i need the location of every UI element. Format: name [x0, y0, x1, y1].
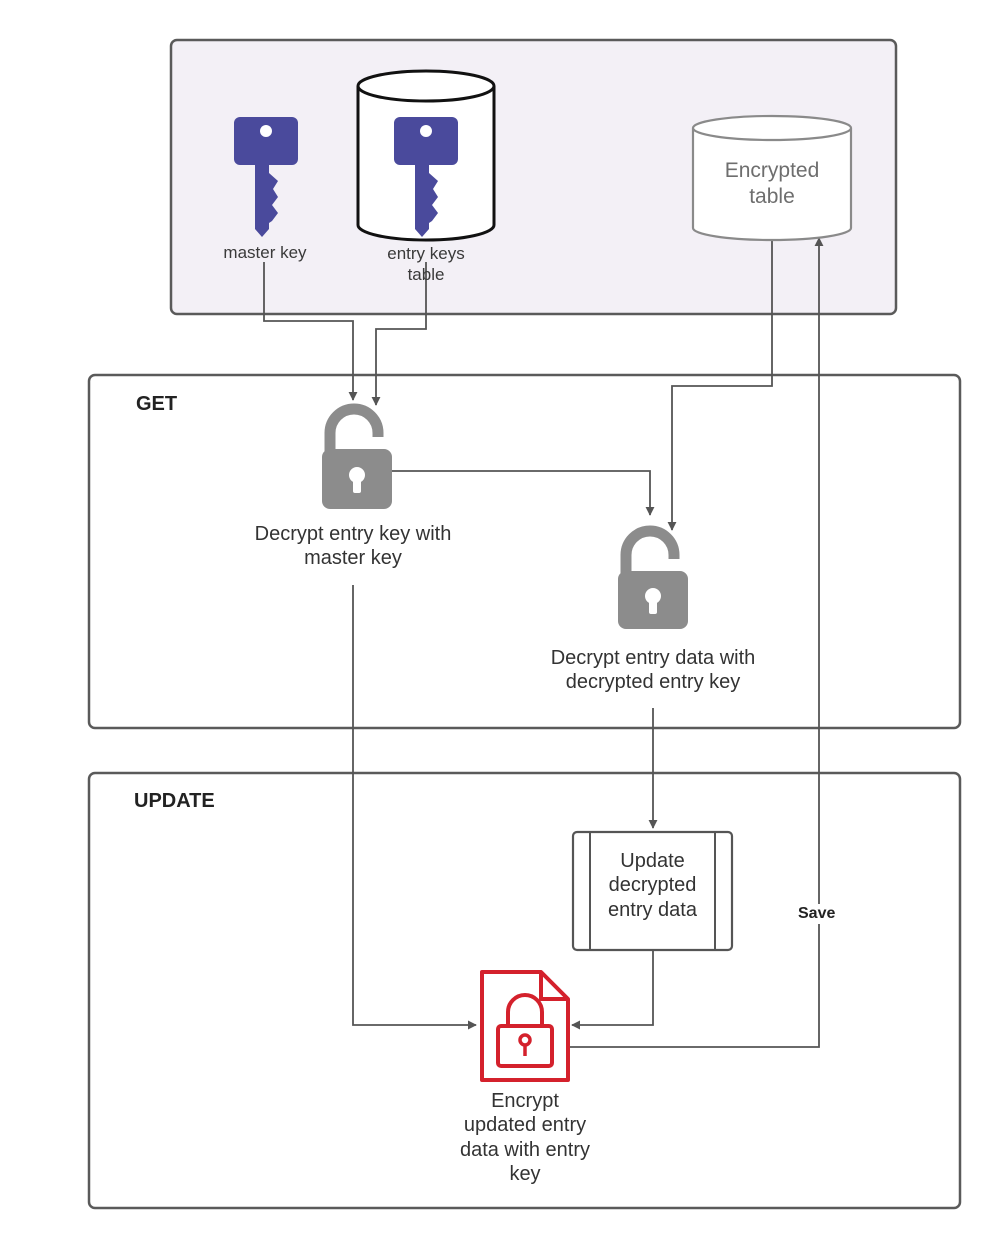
connector-entry-keys-to-decrypt	[371, 262, 427, 406]
decrypt-entry-data-label: Decrypt entry data with decrypted entry …	[550, 647, 756, 694]
connector-save-to-encrypted-table	[570, 237, 824, 1048]
get-section-title: GET	[136, 393, 178, 415]
unlocked-padlock-icon	[322, 403, 392, 509]
connector-decrypted-key-to-decrypt-data	[392, 470, 655, 516]
update-section-title: UPDATE	[134, 790, 215, 812]
update-process-box	[571, 830, 734, 952]
encrypted-document-lock-icon	[480, 970, 570, 1082]
connector-encrypted-table-to-decrypt-data	[667, 238, 773, 531]
decrypt-entry-key-label: Decrypt entry key with master key	[254, 523, 452, 570]
encrypted-table-cylinder-icon	[691, 114, 853, 242]
entry-key-icon	[394, 117, 458, 237]
get-section-panel	[87, 373, 962, 730]
encrypt-label: Encrypt updated entry data with entry ke…	[459, 1090, 591, 1186]
save-label: Save	[796, 904, 838, 924]
entry-keys-table-label: entry keys table	[387, 244, 465, 284]
master-key-icon	[234, 117, 298, 237]
master-key-label: master key	[223, 243, 307, 262]
unlocked-padlock-icon-data	[618, 525, 688, 629]
encrypted-table-label: Encrypted table	[724, 159, 820, 208]
update-process-label: Update decrypted entry data	[608, 850, 697, 921]
connector-entry-key-to-encrypt	[352, 585, 477, 1030]
connector-master-key-to-decrypt	[263, 262, 358, 401]
storage-panel	[169, 38, 898, 316]
connector-update-to-encrypt	[571, 950, 654, 1030]
